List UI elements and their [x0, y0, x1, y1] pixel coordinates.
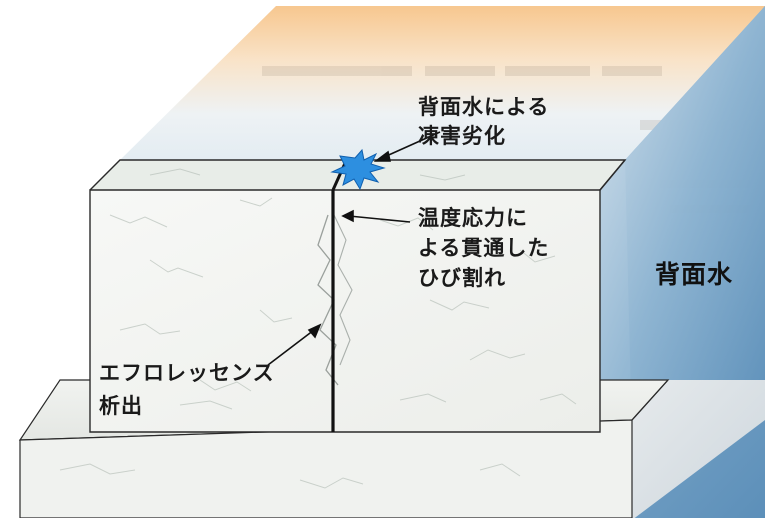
frost-damage-label: 背面水による 凍害劣化 [418, 93, 549, 151]
frost-damage-label-line2: 凍害劣化 [418, 124, 506, 148]
efflorescence-label: エフロレッセンス 析出 [99, 357, 275, 423]
footing-right-side [632, 380, 765, 518]
footing-edge [631, 379, 669, 421]
thermal-crack-label-line1: 温度応力に [418, 206, 528, 230]
concrete-texture [59, 168, 577, 489]
back-water-label: 背面水 [655, 260, 734, 289]
efflorescence-label-line1: エフロレッセンス [99, 361, 275, 385]
wall-side-edge [599, 159, 626, 191]
thermal-crack-label: 温度応力に よる貫通した ひび割れ [418, 203, 549, 293]
thermal-crack-label-line2: よる貫通した [418, 236, 550, 260]
wall-top-surface [120, 6, 765, 160]
crack-top-segment [331, 160, 348, 191]
thermal-crack-label-line3: ひび割れ [418, 266, 506, 290]
callout-arrows [267, 131, 441, 366]
wall-front-face [89, 189, 601, 433]
wall-right-face [600, 6, 765, 432]
efflorescence-label-line2: 析出 [99, 394, 143, 418]
frost-burst-icon [330, 148, 386, 191]
efflorescence-deposit-right [333, 214, 353, 366]
frost-damage-label-line1: 背面水による [418, 95, 550, 119]
